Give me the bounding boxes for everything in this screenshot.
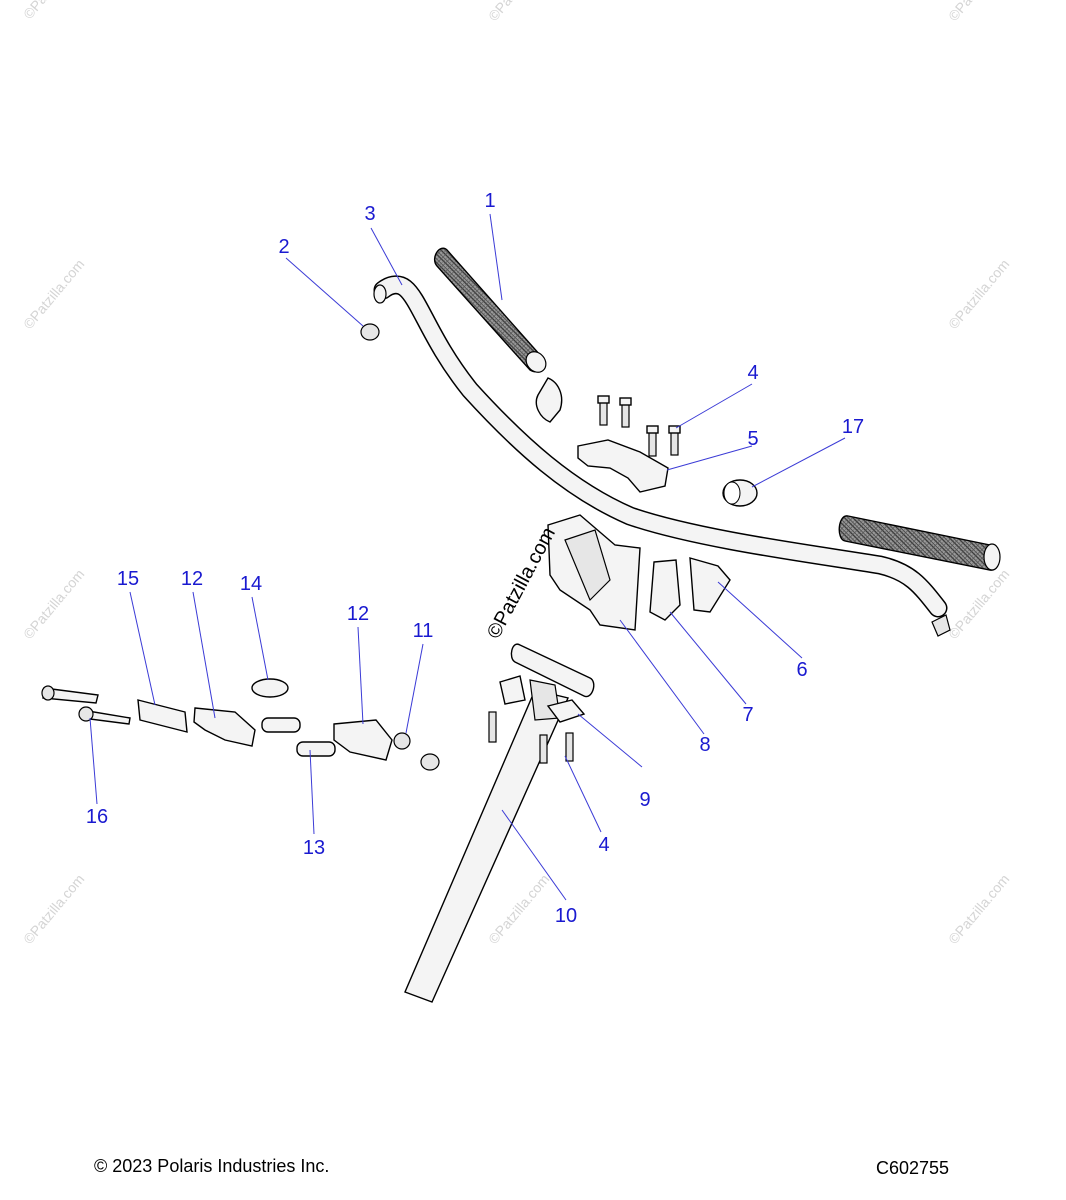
watermark: ©Patzilla.com: [20, 871, 87, 947]
callout-1[interactable]: 1: [484, 190, 495, 212]
end-plug-left: [360, 323, 380, 341]
clamp-12-right: [333, 719, 393, 761]
nut-11: [393, 732, 411, 750]
riser-block: [547, 514, 641, 631]
callout-8[interactable]: 8: [699, 734, 710, 756]
clamp-ring-17: [722, 479, 758, 507]
callouts: 1 2 3 4 5 17 15 12 14 12 11 6 7 8 9 4 10…: [86, 190, 864, 927]
grip-right: [838, 515, 1001, 571]
watermark: ©Patzilla.com: [485, 871, 552, 947]
callout-5[interactable]: 5: [747, 428, 758, 450]
bushing-6: [689, 557, 731, 613]
watermark: ©Patzilla.com: [20, 0, 87, 22]
callout-7[interactable]: 7: [742, 704, 753, 726]
callout-4-upper[interactable]: 4: [747, 362, 758, 384]
watermark: ©Patzilla.com: [945, 0, 1012, 24]
callout-3[interactable]: 3: [364, 203, 375, 225]
callout-16[interactable]: 16: [86, 806, 108, 828]
spacer-13-lower: [296, 741, 336, 757]
bolt-16: [78, 706, 131, 725]
callout-15[interactable]: 15: [117, 568, 139, 590]
bolts-lower: [488, 711, 574, 764]
callout-12-left[interactable]: 12: [181, 568, 203, 590]
plate-15: [137, 699, 188, 733]
watermark: ©Patzilla.com: [20, 566, 87, 642]
watermark: ©Patzilla.com: [945, 871, 1012, 947]
spacer-14: [251, 678, 289, 698]
handlebar: [373, 275, 948, 618]
watermark: ©Patzilla.com: [485, 0, 552, 24]
watermark: ©Patzilla.com: [945, 256, 1012, 332]
callout-9[interactable]: 9: [639, 789, 650, 811]
watermark: ©Patzilla.com: [20, 256, 87, 332]
copyright-notice: © 2023 Polaris Industries Inc.: [94, 1156, 330, 1176]
callout-6[interactable]: 6: [796, 659, 807, 681]
callout-10[interactable]: 10: [555, 905, 577, 927]
callout-13[interactable]: 13: [303, 837, 325, 859]
callout-12-right[interactable]: 12: [347, 603, 369, 625]
bolt-15-left: [41, 685, 99, 704]
end-plug-right: [931, 614, 951, 637]
bolts-upper: [597, 395, 681, 457]
grip-left: [433, 247, 547, 373]
callout-14[interactable]: 14: [240, 573, 262, 595]
diagram-code: C602755: [876, 1158, 950, 1178]
nut-11b: [420, 753, 440, 771]
bushing-7: [649, 559, 681, 621]
watermark: ©Patzilla.com: [945, 566, 1012, 642]
collar: [535, 377, 563, 423]
callout-2[interactable]: 2: [278, 236, 289, 258]
spacer-13-upper: [261, 717, 301, 733]
upper-clamp: [577, 439, 669, 493]
watermark-center: ©Patzilla.com: [483, 524, 560, 643]
callout-17[interactable]: 17: [842, 416, 864, 438]
clamp-12-left: [193, 707, 256, 747]
callout-4-lower[interactable]: 4: [598, 834, 609, 856]
leader-lines: [89, 213, 846, 901]
steering-post: [404, 643, 595, 1003]
callout-11[interactable]: 11: [413, 620, 434, 642]
